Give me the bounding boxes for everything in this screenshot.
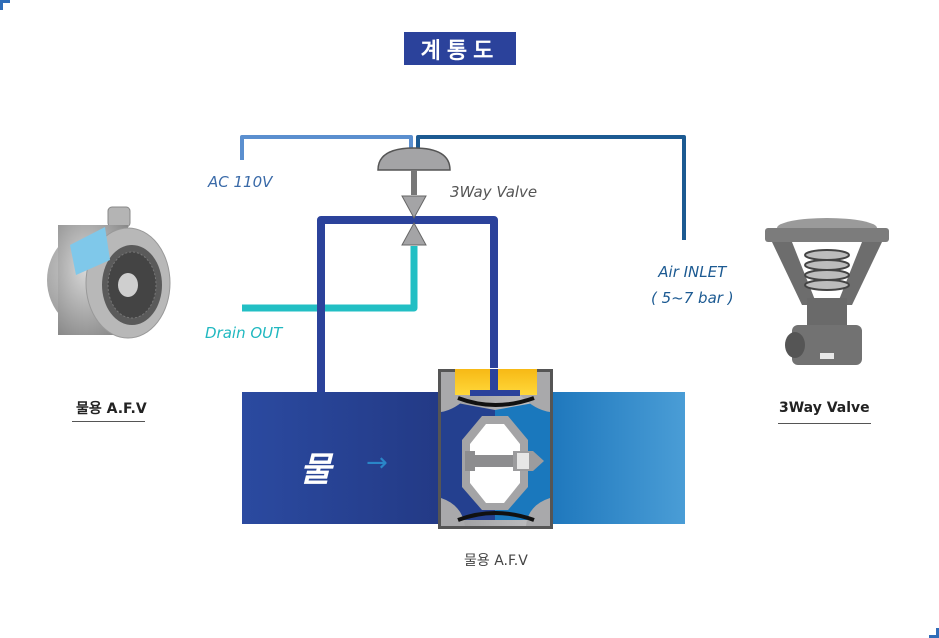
- afv-cross-section: [438, 369, 553, 529]
- air-inlet-label: Air INLET ( 5~7 bar ): [651, 259, 734, 311]
- caption-underline: [72, 421, 145, 422]
- ac-power-line: [240, 135, 413, 160]
- product-caption-three-way-valve: 3Way Valve: [779, 400, 870, 416]
- caption-underline: [778, 423, 871, 424]
- three-way-valve-label: 3Way Valve: [450, 183, 538, 201]
- drain-out-label: Drain OUT: [205, 324, 283, 342]
- air-inlet-line: [416, 135, 686, 240]
- corner-accent-bottom-right-v: [936, 628, 939, 638]
- water-control-line: [317, 216, 498, 392]
- corner-accent-top-left-v: [0, 0, 3, 10]
- air-inlet-title: Air INLET: [658, 263, 727, 281]
- diagram-title: 계통도: [404, 32, 516, 65]
- drain-out-line: [242, 246, 418, 312]
- flow-arrow-icon: →: [366, 448, 388, 478]
- center-afv-caption: 물용 A.F.V: [464, 553, 528, 569]
- ac-power-label: AC 110V: [208, 173, 273, 191]
- three-way-valve-photo: [765, 218, 889, 365]
- water-pipe-inlet: [242, 392, 438, 524]
- corner-accent-bottom-right: [929, 635, 939, 638]
- water-pipe-outlet: [553, 392, 685, 524]
- water-label: 물: [300, 450, 332, 490]
- product-caption-water-afv: 물용 A.F.V: [76, 401, 147, 417]
- water-afv-photo: [47, 206, 171, 339]
- corner-accent-top-left: [0, 0, 10, 3]
- air-inlet-pressure: ( 5~7 bar ): [651, 289, 734, 307]
- three-way-valve-symbol: [377, 147, 451, 246]
